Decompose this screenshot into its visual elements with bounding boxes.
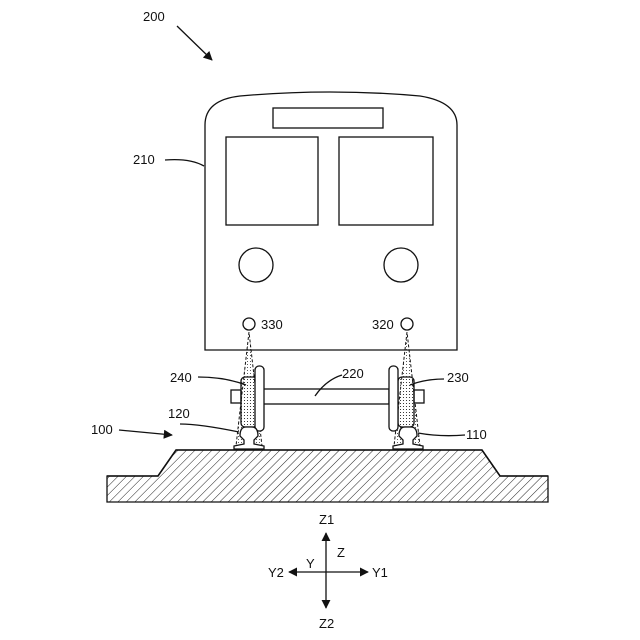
label-110: 110 bbox=[466, 428, 487, 441]
leader-240 bbox=[198, 377, 246, 385]
axis-label-y: Y bbox=[306, 557, 315, 570]
leader-120 bbox=[180, 424, 239, 432]
axis-label-z2: Z2 bbox=[319, 617, 334, 630]
wheel-left-flange bbox=[255, 366, 264, 431]
label-200: 200 bbox=[143, 10, 165, 23]
axis-label-z1: Z1 bbox=[319, 513, 334, 526]
label-120: 120 bbox=[168, 407, 190, 420]
axis-label-y1: Y1 bbox=[372, 566, 388, 579]
wheel-right-flange bbox=[389, 366, 398, 431]
label-330: 330 bbox=[261, 318, 283, 331]
axis-label-y2: Y2 bbox=[268, 566, 284, 579]
arrow-200 bbox=[177, 26, 212, 60]
axis-label-z: Z bbox=[337, 546, 345, 559]
leader-230 bbox=[410, 379, 444, 385]
leader-110 bbox=[418, 433, 465, 436]
vehicle-body bbox=[205, 92, 457, 350]
leader-210 bbox=[165, 160, 204, 166]
arrow-100 bbox=[119, 430, 172, 435]
label-100: 100 bbox=[91, 423, 113, 436]
sensor-right bbox=[401, 318, 413, 330]
label-230: 230 bbox=[447, 371, 469, 384]
label-320: 320 bbox=[372, 318, 394, 331]
sensor-left bbox=[243, 318, 255, 330]
axle-box-left bbox=[231, 390, 241, 403]
label-210: 210 bbox=[133, 153, 155, 166]
axle-box-right bbox=[414, 390, 424, 403]
label-240: 240 bbox=[170, 371, 192, 384]
axle bbox=[263, 389, 389, 404]
ground-bed bbox=[107, 450, 548, 502]
label-220: 220 bbox=[342, 367, 364, 380]
